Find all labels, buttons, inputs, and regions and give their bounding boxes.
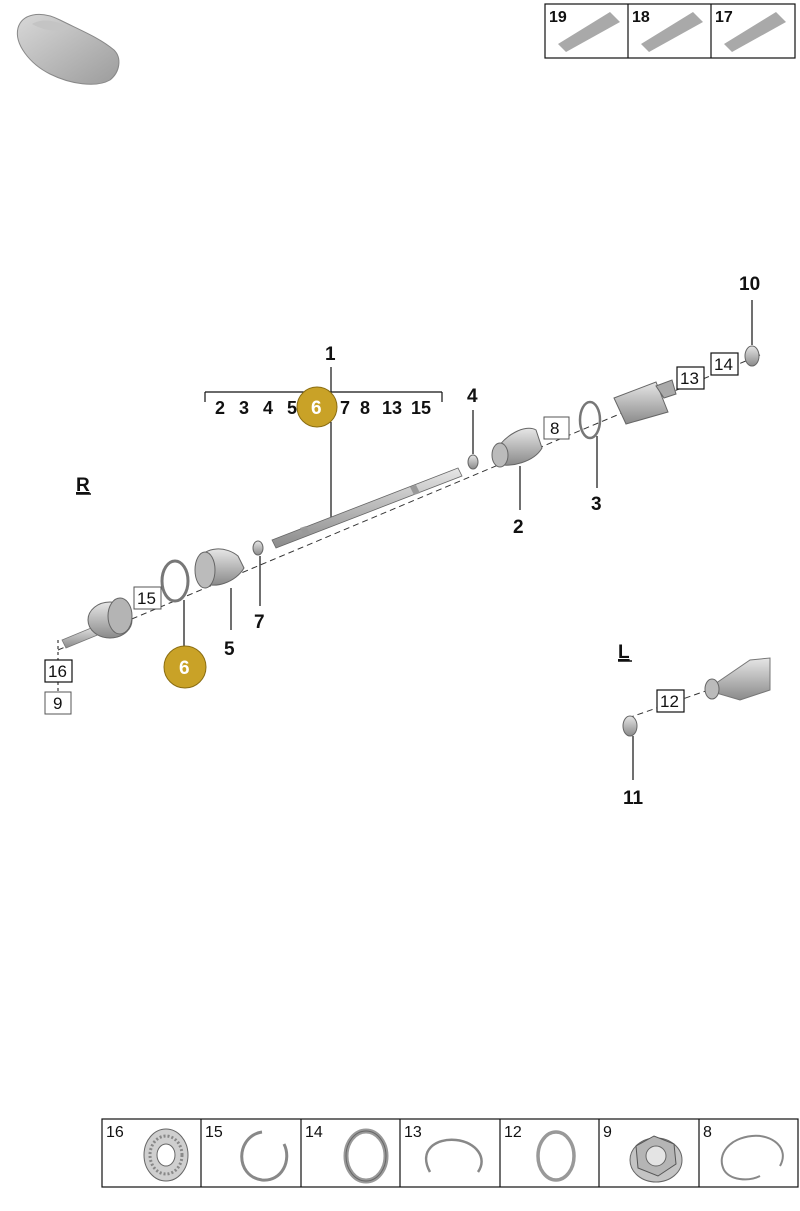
callout-6[interactable]: 6: [179, 658, 190, 679]
ring-part-11[interactable]: [622, 715, 638, 737]
legend-number: 16: [106, 1124, 124, 1141]
highlight-marker[interactable]: [163, 645, 207, 689]
snap-ring-icon: [424, 1138, 483, 1173]
callout-3: 3: [591, 494, 602, 515]
boxed-ref-number: 12: [660, 692, 679, 711]
boxed-ref-13[interactable]: 13: [676, 366, 705, 390]
boxed-ref-15[interactable]: 15: [133, 586, 162, 610]
highlight-marker[interactable]: [296, 386, 338, 428]
group-member: 7: [340, 398, 350, 418]
side-label-left: L: [618, 642, 630, 663]
consumable-number: 18: [632, 9, 650, 26]
side-label-right: R: [76, 475, 90, 496]
retaining-ring-icon: [720, 1134, 784, 1181]
group-member: 5: [287, 398, 297, 418]
callout-10: 10: [739, 274, 760, 295]
boxed-ref-number: 8: [550, 419, 559, 438]
boxed-ref-number: 9: [53, 694, 62, 713]
vehicle-thumbnail-icon: [16, 13, 120, 85]
callout-11: 11: [623, 788, 644, 809]
group-bracket: 1 2 3 4 5 6 7 8 13 15: [204, 344, 443, 517]
collar-nut-icon: [629, 1135, 683, 1183]
consumable-number: 17: [715, 9, 733, 26]
outer-cv-joint[interactable]: [61, 597, 133, 649]
drive-shaft[interactable]: [271, 467, 463, 549]
boxed-ref-number: 14: [714, 355, 733, 374]
callout-7: 7: [254, 612, 265, 633]
tube-icon: [641, 12, 703, 52]
toothed-lock-washer-icon: [143, 1128, 189, 1182]
left-side-shaft[interactable]: [704, 657, 771, 701]
boxed-ref-number: 15: [137, 589, 156, 608]
boxed-ref-number: 16: [48, 662, 67, 681]
callout-2: 2: [513, 517, 524, 538]
joint-boot[interactable]: [194, 548, 245, 589]
boxed-ref-16[interactable]: 16: [44, 659, 73, 683]
inner-joint-housing[interactable]: [613, 379, 677, 425]
group-member: 13: [382, 398, 402, 418]
callout-5: 5: [224, 639, 235, 660]
ring-part-10[interactable]: [744, 345, 760, 367]
legend-number: 14: [305, 1124, 323, 1141]
group-member: 2: [215, 398, 225, 418]
clamp-part-7[interactable]: [252, 540, 264, 556]
highlighted-part-number[interactable]: 6: [311, 398, 322, 419]
group-number: 1: [325, 344, 336, 365]
group-member: 8: [360, 398, 370, 418]
legend-number: 15: [205, 1124, 223, 1141]
clamp-part-4[interactable]: [467, 454, 479, 470]
open-circlip-icon: [240, 1130, 289, 1182]
boxed-ref-9[interactable]: 9: [44, 691, 72, 715]
sealing-ring-icon: [343, 1128, 389, 1184]
consumable-number: 19: [549, 9, 567, 26]
legend-number: 8: [703, 1124, 712, 1141]
o-ring-icon: [536, 1130, 576, 1182]
tube-icon: [724, 12, 786, 52]
ring-part-6[interactable]: [160, 559, 190, 603]
parts-legend: 16 15 14 13 12 9 8: [101, 1118, 799, 1188]
legend-number: 13: [404, 1124, 422, 1141]
group-member: 15: [411, 398, 431, 418]
consumables-panel: 19 18 17: [544, 3, 796, 59]
boxed-ref-14[interactable]: 14: [710, 352, 739, 376]
tube-icon: [558, 12, 620, 52]
inner-joint-boot[interactable]: [491, 427, 543, 468]
boxed-ref-12[interactable]: 12: [656, 689, 685, 713]
boxed-ref-number: 13: [680, 369, 699, 388]
legend-number: 12: [504, 1124, 522, 1141]
group-member: 4: [263, 398, 273, 418]
legend-number: 9: [603, 1124, 612, 1141]
callout-4: 4: [467, 386, 478, 407]
boxed-ref-8[interactable]: 8: [543, 416, 570, 440]
group-member: 3: [239, 398, 249, 418]
ring-part-3[interactable]: [578, 400, 602, 440]
